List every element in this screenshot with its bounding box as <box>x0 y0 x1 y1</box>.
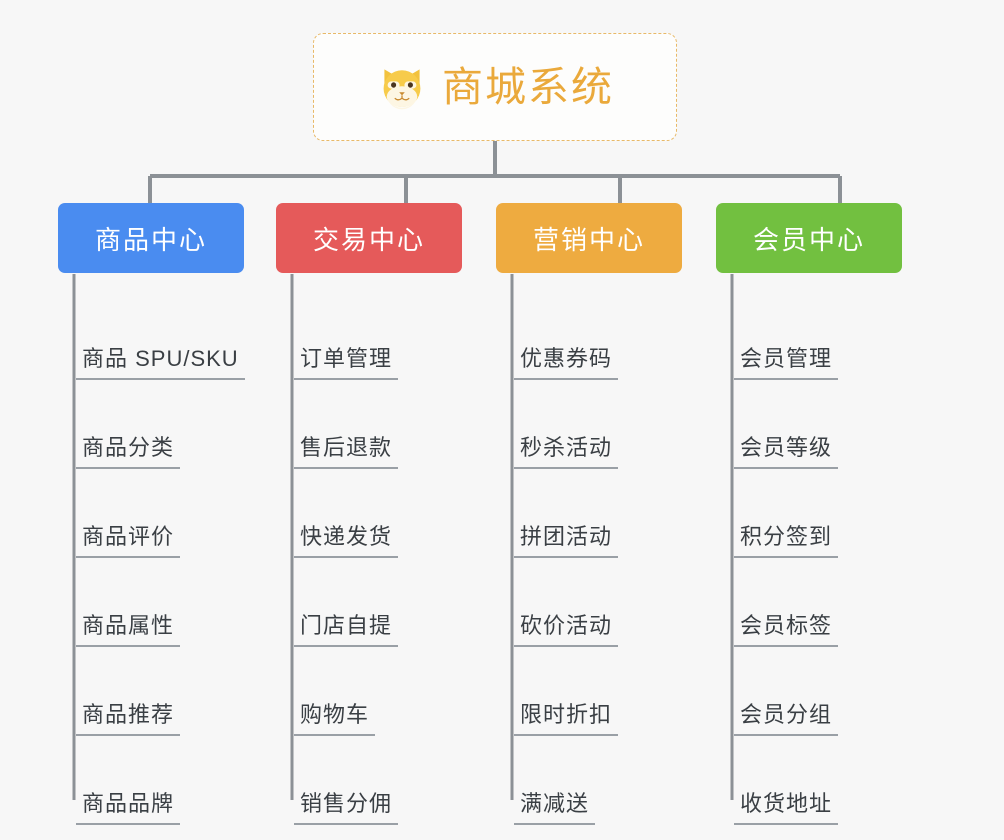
leaf-label: 购物车 <box>294 702 376 736</box>
leaf-label: 收货地址 <box>734 791 839 825</box>
list-item[interactable]: 拼团活动 <box>478 469 698 558</box>
list-item[interactable]: 砍价活动 <box>478 558 698 647</box>
leaf-label: 门店自提 <box>294 613 399 647</box>
leaf-label: 会员标签 <box>734 613 839 647</box>
list-item[interactable]: 会员分组 <box>698 647 918 736</box>
leaf-label: 商品 SPU/SKU <box>76 346 245 380</box>
branch-column-0: 商品中心 商品 SPU/SKU 商品分类 商品评价 商品属性 商品推荐 商品品牌 <box>40 203 260 825</box>
list-item[interactable]: 商品推荐 <box>40 647 260 736</box>
category-header-label: 商品中心 <box>94 224 207 255</box>
leaf-label: 销售分佣 <box>294 791 399 825</box>
leaf-label: 满减送 <box>514 791 596 825</box>
category-header-3[interactable]: 会员中心 <box>716 203 902 273</box>
branch-column-2: 营销中心 优惠券码 秒杀活动 拼团活动 砍价活动 限时折扣 满减送 <box>478 203 698 825</box>
list-item[interactable]: 订单管理 <box>258 291 478 380</box>
leaf-label: 快递发货 <box>294 524 399 558</box>
leaf-label: 商品推荐 <box>76 702 181 736</box>
leaf-list-3: 会员管理 会员等级 积分签到 会员标签 会员分组 收货地址 <box>698 273 918 825</box>
leaf-list-1: 订单管理 售后退款 快递发货 门店自提 购物车 销售分佣 <box>258 273 478 825</box>
list-item[interactable]: 满减送 <box>478 736 698 825</box>
branch-column-1: 交易中心 订单管理 售后退款 快递发货 门店自提 购物车 销售分佣 <box>258 203 478 825</box>
leaf-label: 商品分类 <box>76 435 181 469</box>
list-item[interactable]: 购物车 <box>258 647 478 736</box>
list-item[interactable]: 积分签到 <box>698 469 918 558</box>
category-header-label: 营销中心 <box>532 224 645 255</box>
branch-column-3: 会员中心 会员管理 会员等级 积分签到 会员标签 会员分组 收货地址 <box>698 203 918 825</box>
list-item[interactable]: 商品 SPU/SKU <box>40 291 260 380</box>
leaf-label: 积分签到 <box>734 524 839 558</box>
list-item[interactable]: 销售分佣 <box>258 736 478 825</box>
list-item[interactable]: 商品属性 <box>40 558 260 647</box>
leaf-list-2: 优惠券码 秒杀活动 拼团活动 砍价活动 限时折扣 满减送 <box>478 273 698 825</box>
leaf-label: 订单管理 <box>294 346 399 380</box>
category-header-0[interactable]: 商品中心 <box>58 203 244 273</box>
list-item[interactable]: 限时折扣 <box>478 647 698 736</box>
list-item[interactable]: 售后退款 <box>258 380 478 469</box>
category-header-label: 交易中心 <box>312 224 425 255</box>
leaf-label: 拼团活动 <box>514 524 619 558</box>
leaf-label: 商品属性 <box>76 613 181 647</box>
list-item[interactable]: 收货地址 <box>698 736 918 825</box>
list-item[interactable]: 会员标签 <box>698 558 918 647</box>
list-item[interactable]: 优惠券码 <box>478 291 698 380</box>
leaf-label: 商品品牌 <box>76 791 181 825</box>
root-title: 商城系统 <box>442 63 614 110</box>
leaf-label: 售后退款 <box>294 435 399 469</box>
leaf-label: 会员等级 <box>734 435 839 469</box>
leaf-label: 商品评价 <box>76 524 181 558</box>
list-item[interactable]: 会员等级 <box>698 380 918 469</box>
leaf-label: 会员管理 <box>734 346 839 380</box>
leaf-label: 秒杀活动 <box>514 435 619 469</box>
leaf-label: 砍价活动 <box>514 613 619 647</box>
list-item[interactable]: 商品评价 <box>40 469 260 558</box>
shiba-dog-icon <box>376 63 428 111</box>
list-item[interactable]: 商品品牌 <box>40 736 260 825</box>
leaf-label: 限时折扣 <box>514 702 619 736</box>
list-item[interactable]: 门店自提 <box>258 558 478 647</box>
root-node[interactable]: 商城系统 <box>313 33 677 141</box>
leaf-label: 优惠券码 <box>514 346 619 380</box>
list-item[interactable]: 会员管理 <box>698 291 918 380</box>
list-item[interactable]: 秒杀活动 <box>478 380 698 469</box>
category-header-2[interactable]: 营销中心 <box>496 203 682 273</box>
list-item[interactable]: 快递发货 <box>258 469 478 558</box>
list-item[interactable]: 商品分类 <box>40 380 260 469</box>
category-header-label: 会员中心 <box>752 224 865 255</box>
leaf-list-0: 商品 SPU/SKU 商品分类 商品评价 商品属性 商品推荐 商品品牌 <box>40 273 260 825</box>
leaf-label: 会员分组 <box>734 702 839 736</box>
category-header-1[interactable]: 交易中心 <box>276 203 462 273</box>
